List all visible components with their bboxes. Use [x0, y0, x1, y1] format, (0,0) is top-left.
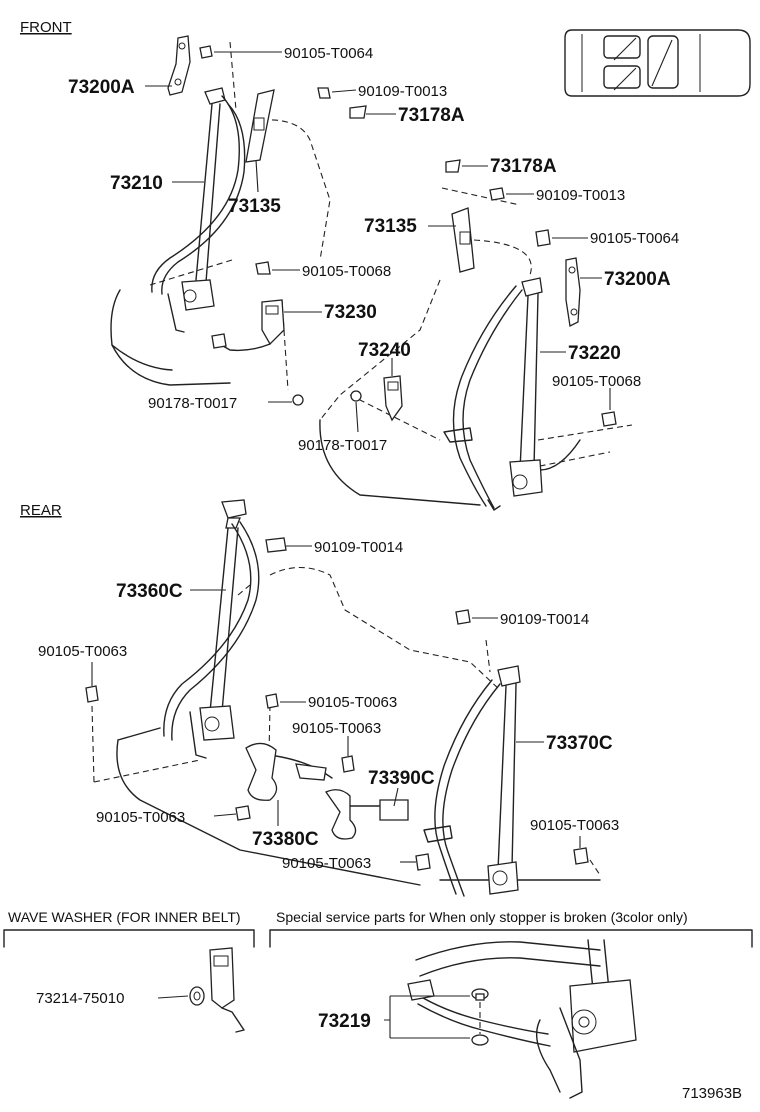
label-90105-T0063: 90105-T0063 — [38, 643, 127, 660]
label-73135: 73135 — [364, 216, 417, 237]
label-90109-T0013: 90109-T0013 — [358, 83, 447, 100]
bolt-icon — [415, 853, 431, 871]
front-labels: 90105-T0064 73200A 90109-T0013 73178A 73… — [68, 45, 679, 454]
bolt-icon — [317, 87, 331, 99]
bolt-icon — [255, 261, 271, 275]
label-90105-T0068: 90105-T0068 — [552, 373, 641, 390]
section-front-label: FRONT — [20, 19, 72, 36]
front-left-belt-73210 — [151, 35, 367, 406]
label-90105-T0068: 90105-T0068 — [302, 263, 391, 280]
bolt-icon — [573, 847, 589, 865]
bolt-icon — [235, 805, 251, 821]
bolt-icon — [489, 187, 505, 201]
label-90105-T0064: 90105-T0064 — [590, 230, 679, 247]
rear-left-belt-73360C — [85, 499, 287, 821]
label-73200A: 73200A — [68, 77, 135, 98]
label-90109-T0013: 90109-T0013 — [536, 187, 625, 204]
cover-icon — [445, 159, 461, 173]
bolt-icon — [265, 537, 287, 553]
label-90105-T0063: 90105-T0063 — [292, 720, 381, 737]
bolt-icon — [350, 390, 362, 402]
label-90109-T0014: 90109-T0014 — [314, 539, 403, 556]
label-73220: 73220 — [568, 343, 621, 364]
label-90105-T0063: 90105-T0063 — [282, 855, 371, 872]
diagram-id: 713963B — [682, 1085, 742, 1102]
bolt-icon — [292, 394, 304, 406]
label-90105-T0063: 90105-T0063 — [308, 694, 397, 711]
special-service-title: Special service parts for When only stop… — [276, 909, 688, 925]
label-73210: 73210 — [110, 173, 163, 194]
label-73178A: 73178A — [398, 105, 465, 126]
rear-labels: 90109-T0014 73360C 90109-T0014 90105-T00… — [38, 539, 619, 872]
bolt-icon — [535, 229, 551, 247]
rear-center-buckles — [245, 742, 431, 871]
label-90109-T0014: 90109-T0014 — [500, 611, 589, 628]
bolt-icon — [455, 609, 471, 625]
bolt-icon — [199, 45, 213, 59]
label-90105-T0064: 90105-T0064 — [284, 45, 373, 62]
rear-right-belt-73370C — [423, 609, 589, 897]
label-73200A: 73200A — [604, 269, 671, 290]
label-73390C: 73390C — [368, 768, 435, 789]
front-right-seat-outline — [319, 187, 633, 506]
vehicle-locator-icon — [564, 29, 751, 97]
front-right-belt-73220 — [350, 159, 617, 511]
label-90105-T0063: 90105-T0063 — [530, 817, 619, 834]
label-73230: 73230 — [324, 302, 377, 323]
label-73135: 73135 — [228, 196, 281, 217]
front-left-seat-outline — [110, 41, 331, 391]
bolt-icon — [265, 693, 279, 709]
special-service-box: Special service parts for When only stop… — [269, 909, 753, 1099]
label-90178-T0017: 90178-T0017 — [148, 395, 237, 412]
label-73178A: 73178A — [490, 156, 557, 177]
wave-washer-title: WAVE WASHER (FOR INNER BELT) — [8, 909, 241, 925]
wave-washer-box: WAVE WASHER (FOR INNER BELT) 73214-75010 — [3, 909, 255, 1033]
label-73370C: 73370C — [546, 733, 613, 754]
bolt-icon — [85, 685, 99, 703]
label-90105-T0063: 90105-T0063 — [96, 809, 185, 826]
label-73219: 73219 — [318, 1011, 371, 1032]
label-73214-75010: 73214-75010 — [36, 990, 124, 1007]
bolt-icon — [601, 411, 617, 427]
label-73240: 73240 — [358, 340, 411, 361]
cover-icon — [349, 105, 367, 119]
label-73380C: 73380C — [252, 829, 319, 850]
bolt-icon — [341, 755, 355, 773]
section-rear-label: REAR — [20, 502, 62, 519]
label-90178-T0017: 90178-T0017 — [298, 437, 387, 454]
label-73360C: 73360C — [116, 581, 183, 602]
